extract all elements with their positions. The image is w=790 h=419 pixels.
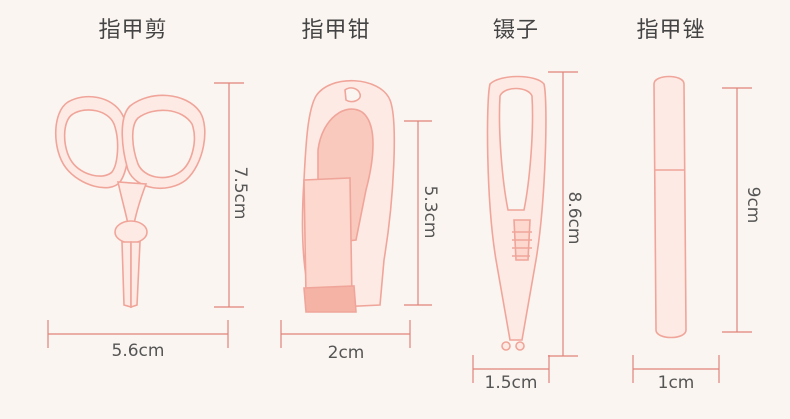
clipper-width-label: 2cm (327, 343, 365, 363)
tweezers-height-label: 8.6cm (564, 191, 584, 245)
file-title: 指甲锉 (636, 18, 706, 43)
tweezers-width-label: 1.5cm (484, 373, 538, 393)
file-width-label: 1cm (657, 373, 695, 393)
tweezers-title: 镊子 (492, 18, 539, 43)
scissors-height-label: 7.5cm (230, 166, 250, 220)
scissors-width-label: 5.6cm (111, 341, 165, 361)
tweezers-dimension-lines (472, 71, 578, 383)
file-height-label: 9cm (743, 186, 763, 224)
scissors-icon (55, 94, 206, 309)
clipper-title: 指甲钳 (301, 18, 371, 43)
clipper-height-label: 5.3cm (420, 185, 440, 239)
file-dimension-lines (632, 87, 752, 383)
nail-file-icon (653, 75, 687, 339)
nail-clipper-icon (301, 79, 396, 313)
scissors-dimension-lines (47, 82, 244, 348)
clipper-dimension-lines (280, 120, 432, 348)
tweezers-icon (486, 75, 547, 351)
scissors-title: 指甲剪 (98, 18, 168, 43)
